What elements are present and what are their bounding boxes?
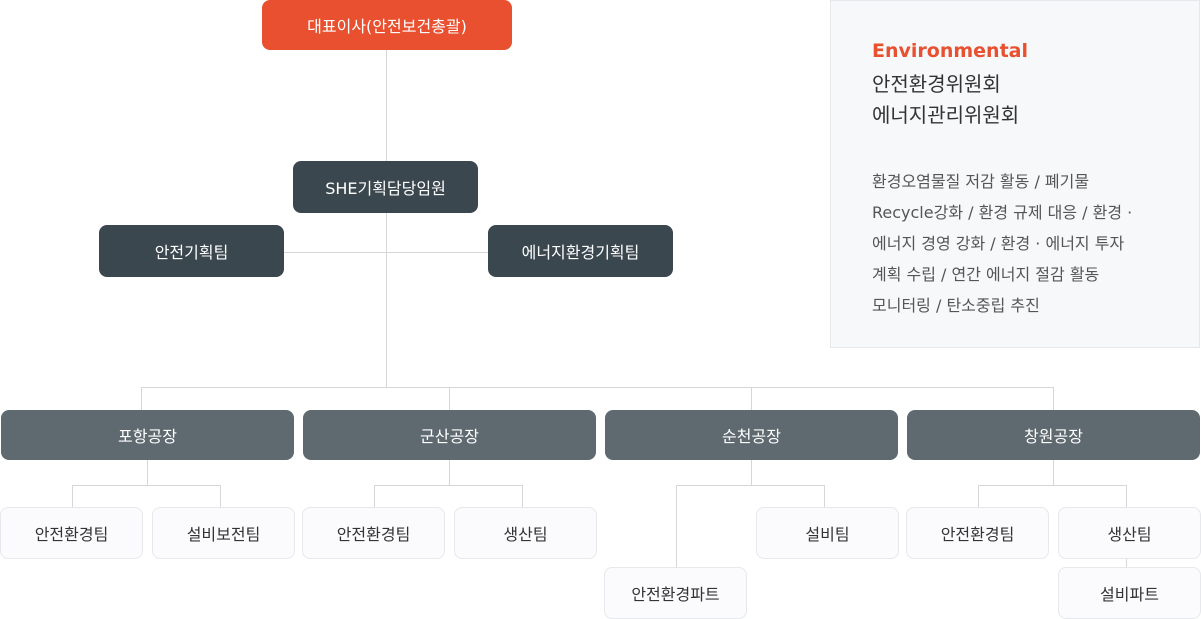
connector-plant-4-bar xyxy=(978,485,1127,486)
connector-plant-2-left xyxy=(374,485,375,507)
she-officer-node: SHE기획담당임원 xyxy=(293,161,478,213)
connector-plant-3-right xyxy=(824,485,825,507)
connector-plant-4-right xyxy=(1126,485,1127,507)
connector-plant-3-drop xyxy=(751,387,752,410)
connector-plant-2-drop xyxy=(449,387,450,410)
connector-plant-1-right xyxy=(220,485,221,507)
connector-plants-bar xyxy=(141,387,1054,388)
plant-node-pohang: 포항공장 xyxy=(1,410,294,460)
plant-node-changwon: 창원공장 xyxy=(907,410,1200,460)
team-node-suncheon-1: 안전환경파트 xyxy=(604,567,747,619)
connector-plant-3-bar xyxy=(676,485,825,486)
connector-plant-2-right xyxy=(522,485,523,507)
connector-ceo-trunk xyxy=(386,50,387,387)
connector-plant-2-bar xyxy=(374,485,523,486)
description-line: Recycle강화 / 환경 규제 대응 / 환경 · xyxy=(872,203,1133,222)
connector-plant-3-stem xyxy=(751,460,752,485)
team-node-gunsan-2: 생산팀 xyxy=(454,507,597,559)
team-node-suncheon-2: 설비팀 xyxy=(756,507,899,559)
panel-label: Environmental xyxy=(872,40,1028,62)
description-line: 모니터링 / 탄소중립 추진 xyxy=(872,296,1040,315)
plant-node-suncheon: 순천공장 xyxy=(605,410,898,460)
connector-plant-1-stem xyxy=(147,460,148,485)
connector-plant-4-stem xyxy=(1053,460,1054,485)
connector-plant-2-stem xyxy=(449,460,450,485)
connector-plant-4-drop xyxy=(1053,387,1054,410)
connector-plant-1-left xyxy=(72,485,73,507)
team-node-changwon-3: 설비파트 xyxy=(1058,567,1201,619)
environmental-info-panel: Environmental 안전환경위원회 에너지관리위원회 환경오염물질 저감… xyxy=(830,0,1200,348)
connector-staff-horizontal xyxy=(284,252,488,253)
panel-description: 환경오염물질 저감 활동 / 폐기물 Recycle강화 / 환경 규제 대응 … xyxy=(872,166,1159,321)
connector-plant-1-drop xyxy=(141,387,142,410)
team-node-changwon-1: 안전환경팀 xyxy=(906,507,1049,559)
connector-plant-4-sub xyxy=(1126,559,1127,567)
description-line: 계획 수립 / 연간 에너지 절감 활동 xyxy=(872,265,1100,284)
energy-planning-team-node: 에너지환경기획팀 xyxy=(488,225,673,277)
team-node-pohang-2: 설비보전팀 xyxy=(152,507,295,559)
connector-plant-4-left xyxy=(978,485,979,507)
safety-planning-team-node: 안전기획팀 xyxy=(99,225,284,277)
description-line: 에너지 경영 강화 / 환경 · 에너지 투자 xyxy=(872,234,1125,253)
description-line: 환경오염물질 저감 활동 / 폐기물 xyxy=(872,172,1090,191)
connector-plant-1-bar xyxy=(72,485,221,486)
connector-plant-3-left xyxy=(676,485,677,567)
team-node-pohang-1: 안전환경팀 xyxy=(0,507,143,559)
team-node-changwon-2: 생산팀 xyxy=(1058,507,1201,559)
plant-node-gunsan: 군산공장 xyxy=(303,410,596,460)
team-node-gunsan-1: 안전환경팀 xyxy=(302,507,445,559)
ceo-node: 대표이사(안전보건총괄) xyxy=(262,0,512,50)
committee-title: 에너지관리위원회 xyxy=(872,103,1020,127)
committee-title: 안전환경위원회 xyxy=(872,72,1001,96)
